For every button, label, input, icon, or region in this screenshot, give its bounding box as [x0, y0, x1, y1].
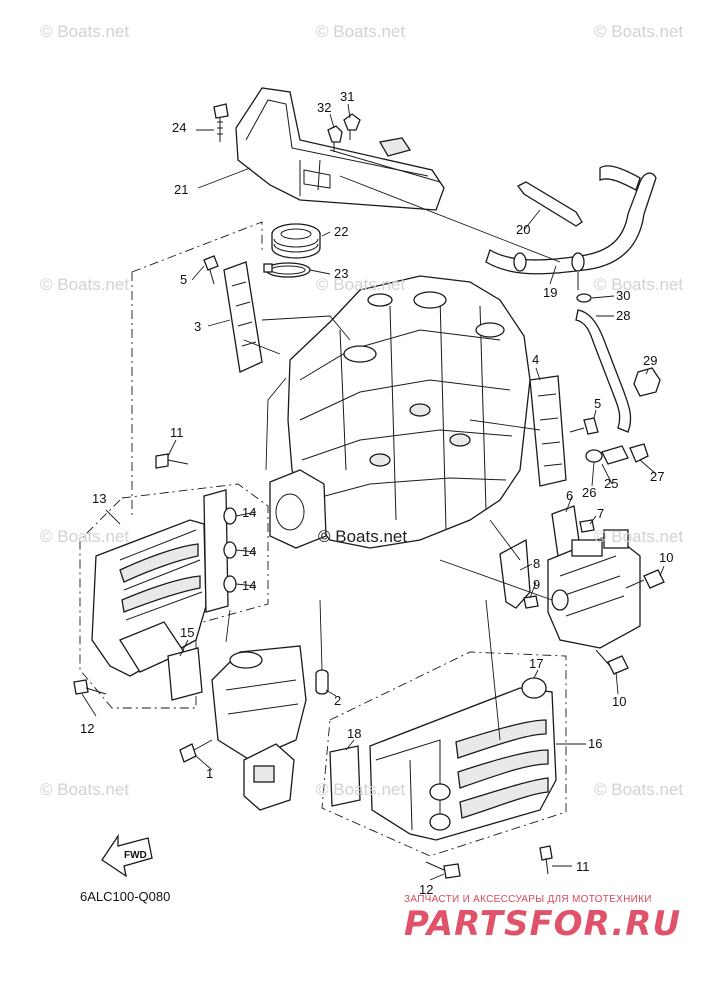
callout-24: 24	[172, 120, 186, 135]
callout-6: 6	[566, 488, 573, 503]
throttle-body	[211, 645, 307, 811]
part-10-bolts	[595, 569, 665, 675]
callout-19: 19	[543, 285, 557, 300]
part-22-bellows	[271, 223, 321, 259]
callout-16: 16	[588, 736, 602, 751]
part-11-bolt-left	[155, 453, 189, 469]
shop-logo: PARTSFOR.RU	[404, 904, 682, 944]
callout-21: 21	[174, 182, 188, 197]
callout-11a: 11	[170, 425, 184, 440]
part-5-bolts	[203, 255, 599, 435]
watermark: © Boats.net	[316, 780, 406, 799]
callout-10a: 10	[659, 550, 673, 565]
fwd-label: FWD	[124, 850, 147, 861]
part-25-26-27-fittings	[585, 443, 649, 465]
callout-25: 25	[604, 476, 618, 491]
part-17-o-ring	[521, 677, 547, 699]
part-12-bolt-left	[73, 679, 107, 695]
watermark: © Boats.net	[316, 275, 406, 294]
watermark: © Boats.net	[594, 22, 684, 41]
watermark: © Boats.net	[594, 780, 684, 799]
callout-12b: 12	[419, 882, 433, 897]
part-14-gasket	[203, 489, 237, 613]
callout-10b: 10	[612, 694, 626, 709]
part-2-collar	[315, 669, 329, 695]
part-13-intake-manifold	[91, 519, 207, 677]
callout-7: 7	[597, 506, 604, 521]
watermark: © Boats.net	[40, 275, 130, 294]
callout-23: 23	[334, 266, 348, 281]
callout-11b: 11	[576, 859, 590, 874]
part-8-bracket	[499, 538, 531, 609]
diagram-reference-code: 6ALC100-Q080	[80, 889, 171, 904]
part-29-clip	[633, 367, 661, 397]
callout-14a: 14	[242, 505, 256, 520]
callout-14b: 14	[242, 544, 256, 559]
callout-30: 30	[616, 288, 630, 303]
part-20-cable-tie	[517, 181, 583, 227]
part-18-gasket	[329, 745, 361, 807]
shop-tagline: ЗАПЧАСТИ И АКСЕССУАРЫ ДЛЯ МОТОТЕХНИКИ	[404, 894, 652, 905]
part-11-bolt-right	[539, 845, 553, 875]
watermark: © Boats.net	[40, 22, 130, 41]
callout-20: 20	[516, 222, 530, 237]
vapor-separator	[547, 529, 641, 649]
leader-lines	[81, 103, 665, 881]
assembly-outline-left-long	[131, 221, 263, 515]
callout-15: 15	[180, 625, 194, 640]
callout-18: 18	[347, 726, 361, 741]
part-3-gasket	[223, 261, 263, 373]
callout-5b: 5	[594, 396, 601, 411]
fwd-arrow: FWD	[101, 833, 153, 878]
watermark: © Boats.net	[316, 22, 406, 41]
part-21-silencer-cover	[235, 87, 445, 211]
callout-4: 4	[532, 352, 539, 367]
watermark-center: © Boats.net	[318, 527, 408, 546]
callout-31: 31	[340, 89, 354, 104]
callout-numbers: 1 2 3 4 5 5 6 7 8 9 10 10 11 11 12 12 13…	[80, 89, 673, 897]
callout-27: 27	[650, 469, 664, 484]
watermark: © Boats.net	[40, 527, 130, 546]
watermark: © Boats.net	[594, 527, 684, 546]
callout-2: 2	[334, 693, 341, 708]
part-15-gasket	[167, 647, 203, 701]
callout-13: 13	[92, 491, 106, 506]
part-24-bolt	[213, 103, 229, 142]
callout-22: 22	[334, 224, 348, 239]
callout-1: 1	[206, 766, 213, 781]
part-1-bolt	[179, 739, 213, 763]
callout-9: 9	[533, 577, 540, 592]
callout-14c: 14	[242, 578, 256, 593]
callout-3: 3	[194, 319, 201, 334]
part-16-intake-manifold	[369, 687, 557, 841]
callout-5a: 5	[180, 272, 187, 287]
part-23-clamp	[263, 262, 311, 278]
watermark: © Boats.net	[40, 780, 130, 799]
callout-28: 28	[616, 308, 630, 323]
assembly-outline-intake-right	[321, 651, 567, 857]
part-28-hose	[575, 293, 632, 433]
callout-8: 8	[533, 556, 540, 571]
part-12-bolt-right	[425, 861, 461, 879]
part-19-breather-hose	[485, 165, 657, 290]
callout-26: 26	[582, 485, 596, 500]
part-4-gasket	[529, 375, 567, 487]
callout-17: 17	[529, 656, 543, 671]
callout-12a: 12	[80, 721, 94, 736]
callout-32: 32	[317, 100, 331, 115]
engine-block	[269, 275, 531, 549]
callout-29: 29	[643, 353, 657, 368]
watermark: © Boats.net	[594, 275, 684, 294]
part-31-32-fittings	[327, 113, 361, 152]
